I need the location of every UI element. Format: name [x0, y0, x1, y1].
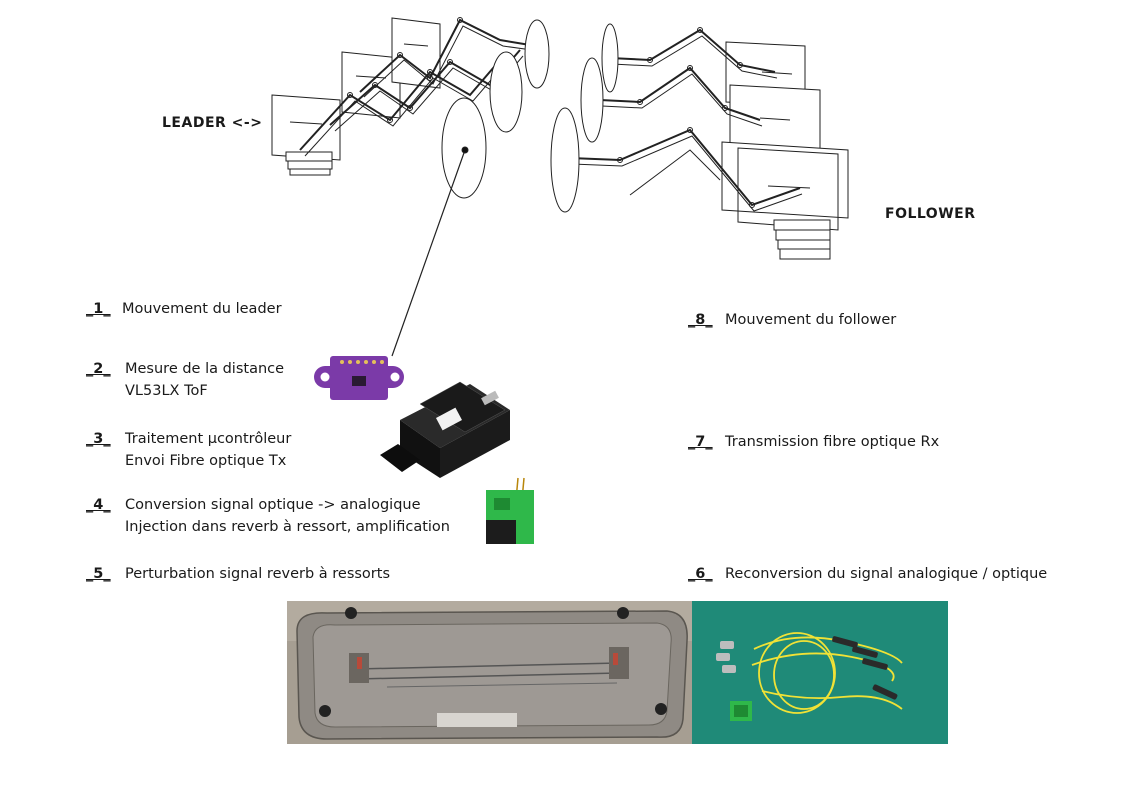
- spring-reverb-photo: [287, 601, 692, 744]
- step-3-label-line2: Envoi Fibre optique Tx: [125, 453, 287, 469]
- step-3-label-line1: Traitement µcontrôleur: [125, 431, 292, 447]
- step-7-number: _7_: [688, 434, 713, 450]
- step-3-number: _3_: [86, 431, 111, 447]
- step-8-label: Mouvement du follower: [725, 312, 897, 328]
- leader-title: LEADER <->: [162, 115, 263, 131]
- step-5-label: Perturbation signal reverb à ressorts: [125, 566, 391, 582]
- step-6-label: Reconversion du signal analogique / opti…: [725, 566, 1048, 582]
- follower-mechanism: [550, 23, 849, 260]
- pointer-line: [391, 149, 466, 357]
- step-4-number: _4_: [86, 497, 111, 513]
- pointer-dot: [461, 146, 469, 154]
- step-6-number: _6_: [688, 566, 713, 582]
- fiber-transceiver-image: [380, 381, 510, 478]
- step-5-number: _5_: [86, 566, 111, 582]
- step-7-label: Transmission fibre optique Rx: [725, 434, 940, 450]
- leader-mechanism: [271, 17, 550, 199]
- fiber-patch-cables-photo: [692, 601, 948, 744]
- step-4-label-line1: Conversion signal optique -> analogique: [125, 497, 421, 513]
- step-2-label-line1: Mesure de la distance: [125, 361, 285, 377]
- step-2-label-line2: VL53LX ToF: [125, 383, 208, 399]
- step-4-label-line2: Injection dans reverb à ressort, amplifi…: [125, 519, 450, 535]
- sc-adapter-image: [486, 477, 534, 544]
- step-2-number: _2_: [86, 361, 111, 377]
- step-8-number: _8_: [688, 312, 713, 328]
- step-1-number: _1_: [86, 301, 111, 317]
- step-1-label: Mouvement du leader: [122, 301, 282, 317]
- sensor-board-image: [314, 356, 404, 400]
- follower-title: FOLLOWER: [885, 206, 976, 222]
